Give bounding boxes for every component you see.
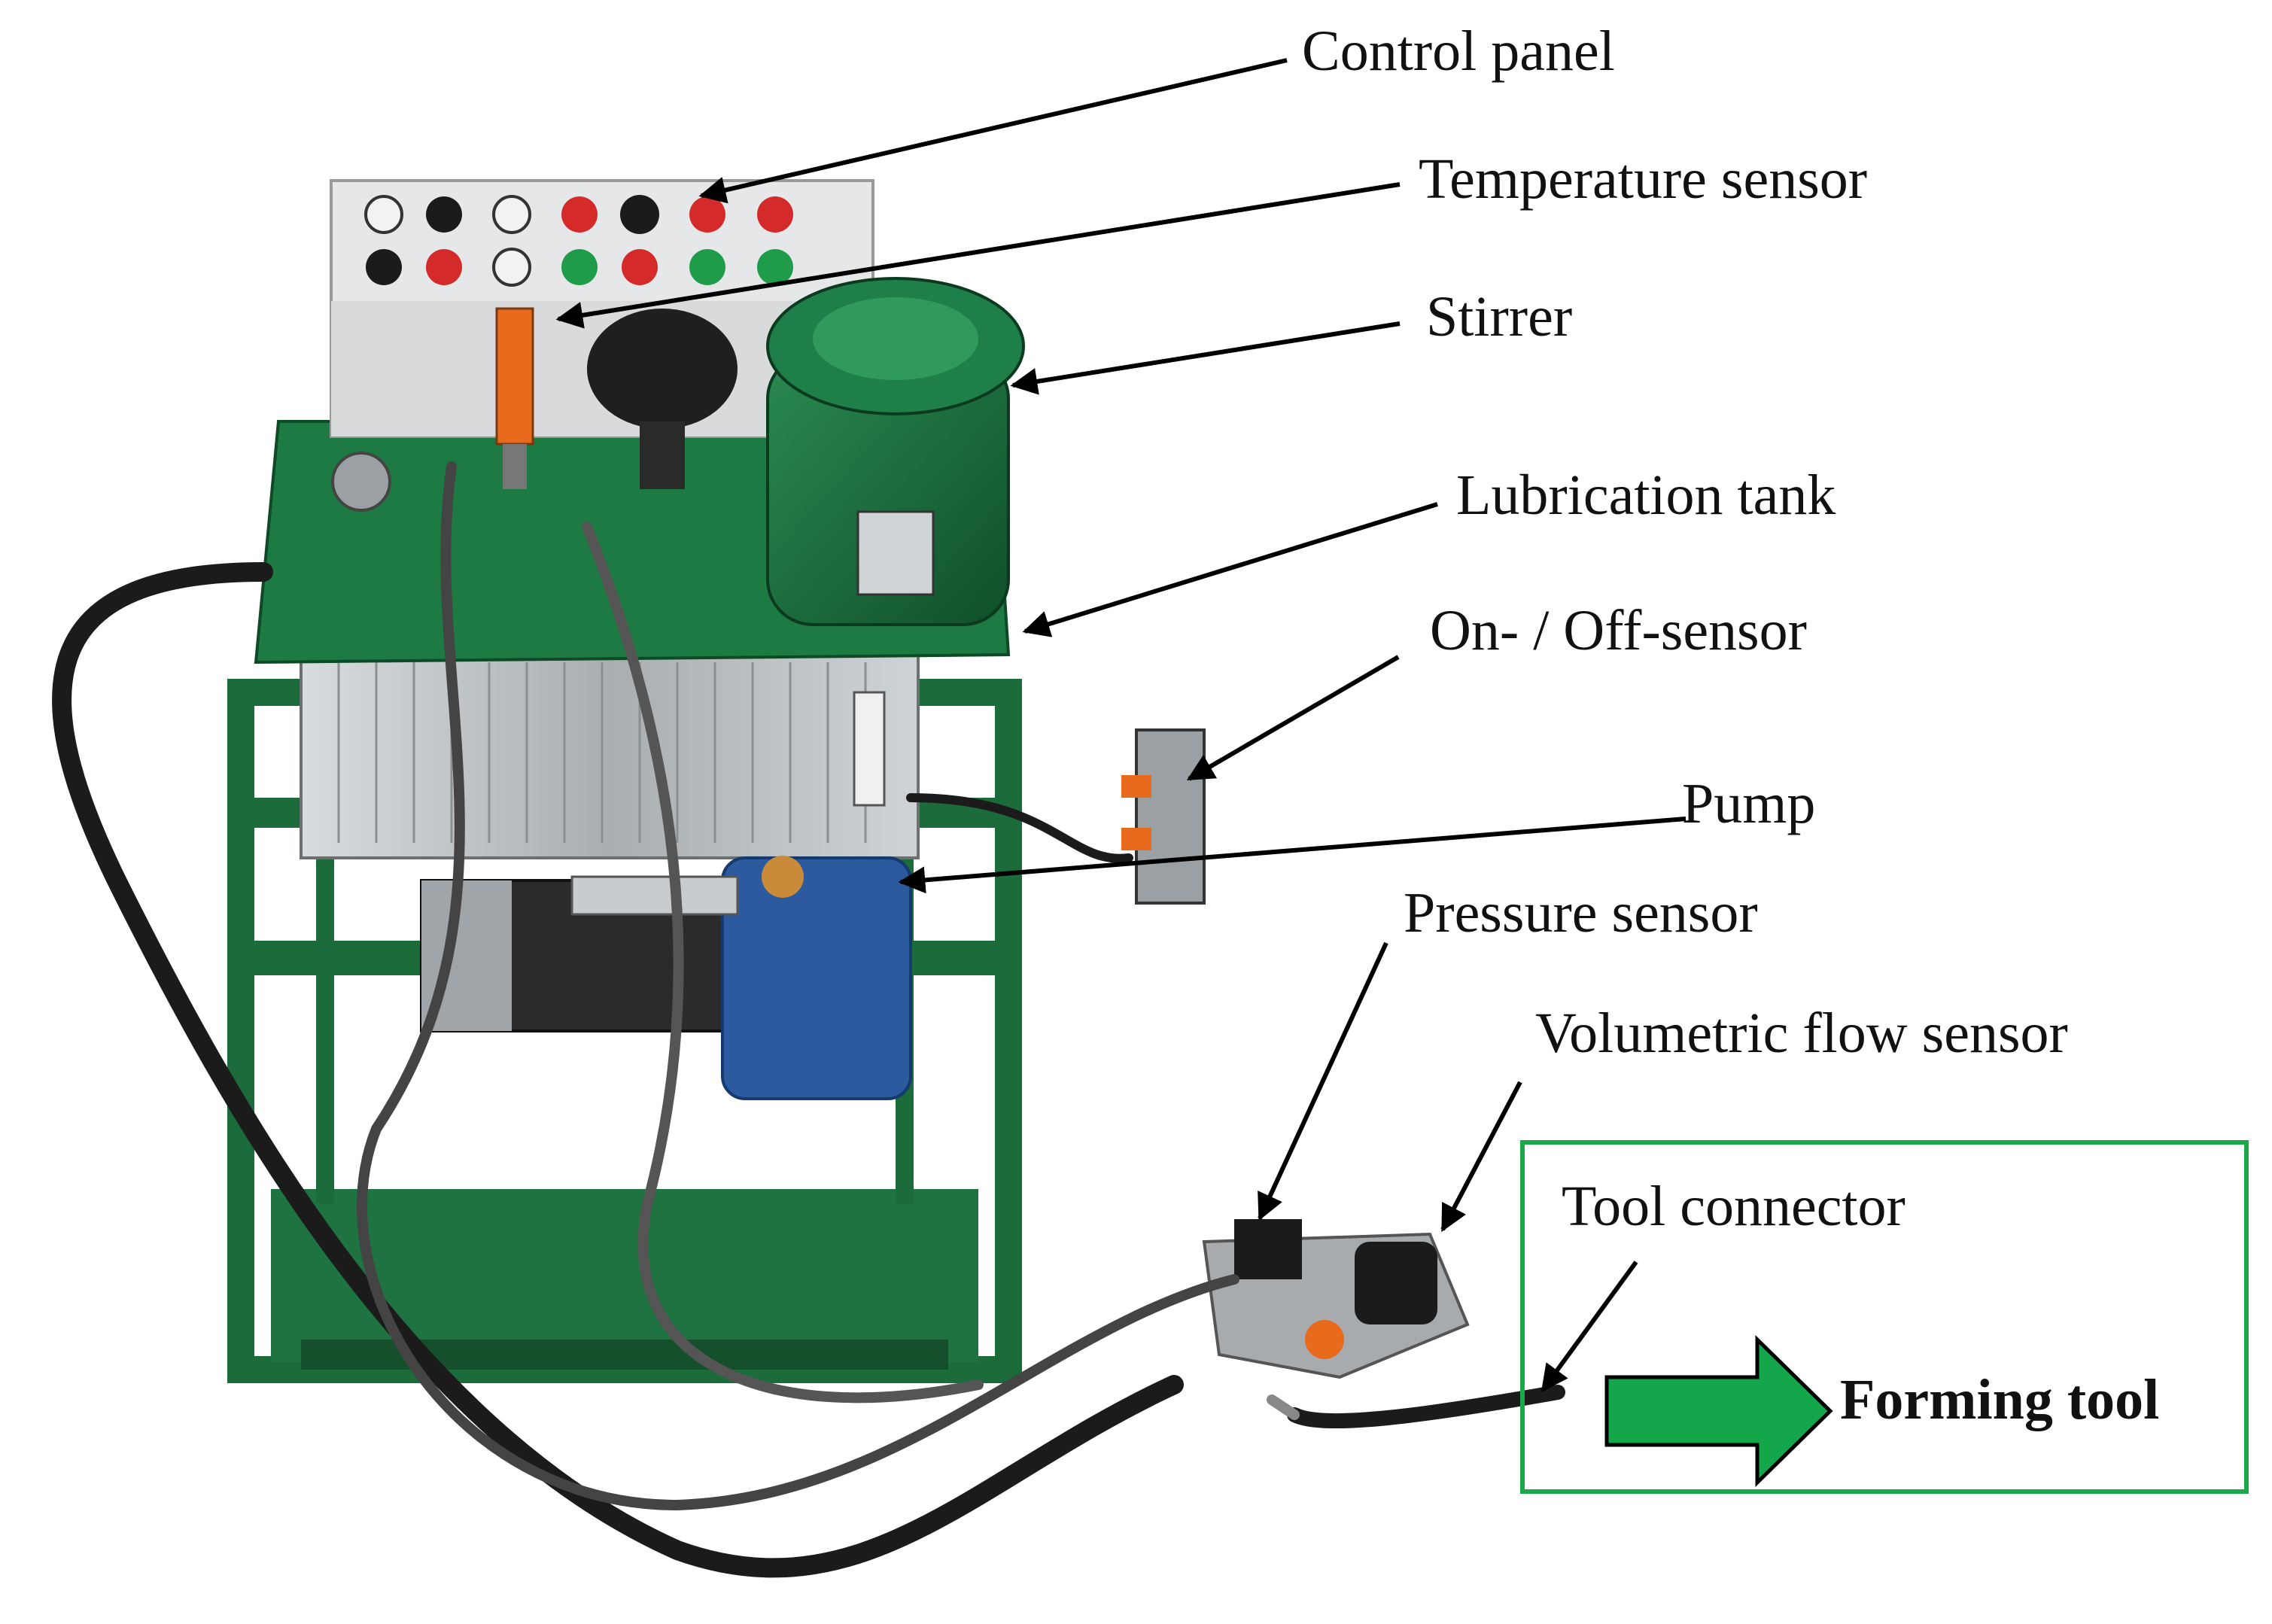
leader-temperature-sensor	[555, 182, 1401, 329]
leader-pump	[898, 817, 1687, 894]
forming-tool-callout-box	[1520, 1140, 2249, 1494]
leader-control-panel	[698, 58, 1288, 204]
label-tool-connector: Tool connector	[1562, 1175, 1905, 1238]
label-volumetric-flow-sensor: Volumetric flow sensor	[1535, 1002, 2068, 1065]
flow-sensor-head	[1355, 1242, 1437, 1324]
label-temperature-sensor: Temperature sensor	[1419, 147, 1868, 211]
temperature-sensor-body	[495, 307, 534, 446]
leader-on-off-sensor	[1186, 655, 1400, 781]
leader-tool-connector	[1541, 1261, 1638, 1392]
leader-arrows	[555, 58, 1687, 1392]
lid-port	[331, 452, 391, 512]
stirrer-shaft	[640, 421, 685, 489]
label-forming-tool: Forming tool	[1840, 1368, 2160, 1431]
on-off-sensor-device	[1121, 728, 1206, 905]
label-control-panel: Control panel	[1302, 20, 1615, 83]
stirrer-motor	[766, 277, 1025, 626]
label-pump: Pump	[1682, 772, 1816, 835]
label-lubrication-tank: Lubrication tank	[1456, 464, 1836, 527]
green-block-arrow-icon	[1604, 1335, 1833, 1487]
leader-pressure-sensor	[1258, 941, 1388, 1221]
temperature-sensor-stem	[503, 444, 527, 489]
label-on-off-sensor: On- / Off-sensor	[1430, 599, 1807, 662]
sensor-block	[1202, 1219, 1470, 1379]
label-stirrer: Stirrer	[1426, 285, 1573, 348]
pressure-sensor-head	[1234, 1219, 1302, 1279]
label-pressure-sensor: Pressure sensor	[1404, 881, 1758, 944]
pump-unit	[420, 856, 912, 1100]
leader-stirrer	[1010, 321, 1401, 395]
stirrer-cap	[587, 309, 738, 429]
leader-volumetric-flow-sensor	[1440, 1081, 1522, 1233]
lubrication-tank-body	[300, 646, 920, 859]
hoses	[52, 461, 1565, 1578]
leader-lubrication-tank	[1022, 502, 1438, 637]
